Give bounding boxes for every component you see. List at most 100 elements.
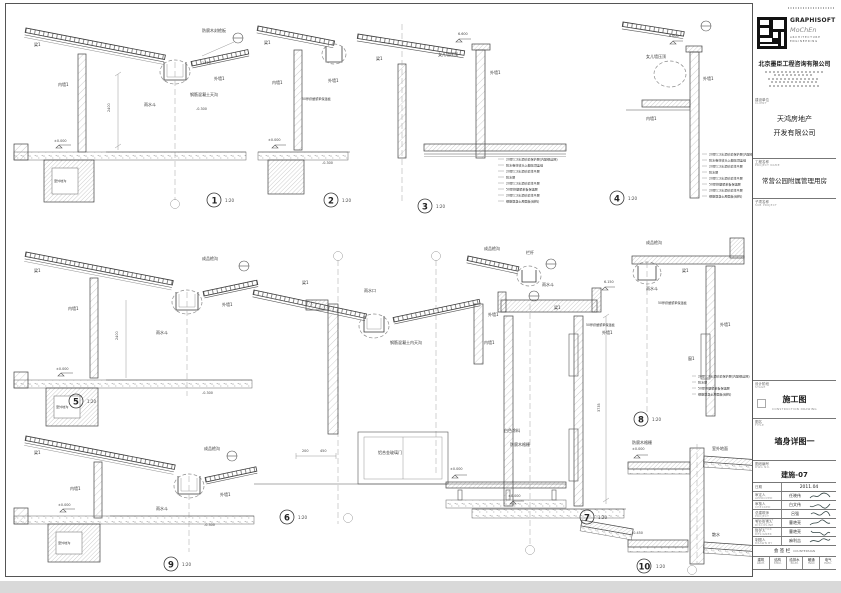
svg-text:20厚1:3水泥砂浆找平层: 20厚1:3水泥砂浆找平层 <box>709 176 743 181</box>
detail-scale: 1:20 <box>225 198 234 203</box>
elevation: ±0.000 <box>508 494 521 498</box>
signature <box>809 492 831 499</box>
detail-number: 10 <box>639 563 651 573</box>
detail-1: 梁1 内墙1 防腐木封檐板 钢筋混凝土天沟 雨水斗 外墙1 ±0.000 -0.… <box>13 27 250 209</box>
annotation: 内墙1 <box>70 485 81 491</box>
detail-number: 4 <box>614 195 620 205</box>
annotation: 外墙1 <box>222 301 233 307</box>
annotation: 女儿墙压顶 <box>438 51 458 57</box>
svg-text:防水层: 防水层 <box>506 175 515 180</box>
roof-buildup-notes: 20厚1:3水泥砂浆保护层(内配钢丝网) 防水卷材收头上翻压顶盖缝 20厚1:3… <box>702 152 752 199</box>
svg-text:钢筋混凝土屋面板(结构): 钢筋混凝土屋面板(结构) <box>698 392 731 397</box>
stage-value: 施工图 <box>782 394 807 404</box>
detail-number: 3 <box>422 203 428 213</box>
dimension: 2400 <box>115 331 119 340</box>
elevation: ±0.000 <box>450 467 463 471</box>
annotation: 内墙1 <box>646 115 657 121</box>
annotation: 50厚挤塑聚苯保温板 <box>302 96 331 101</box>
detail-scale: 1:20 <box>598 515 607 520</box>
svg-text:防水层: 防水层 <box>709 170 718 175</box>
detail-7: 成品檐沟 雨水斗 外墙1 内墙1 梁1 6.150 3735 ±0.000 50… <box>466 245 634 555</box>
annotation: 防腐木格栅 <box>510 441 530 447</box>
signature <box>810 530 831 536</box>
detail-3: 6.600 女儿墙压顶 外墙1 梁1 20厚1:3水泥砂浆保护层(内配钢丝网) … <box>356 24 567 214</box>
annotation: 梁1 <box>554 304 561 310</box>
detail-number: 9 <box>168 561 174 571</box>
discipline-director-name: 曹艳亮 <box>789 520 801 525</box>
annotation: 梁1 <box>264 39 271 45</box>
annotation: 雨水斗 <box>542 281 554 287</box>
annotation: 成品檐沟 <box>202 255 218 261</box>
project-name: 常营公园附属管理用房 <box>762 176 827 185</box>
elevation: ±0.000 <box>268 138 281 142</box>
annotation: 梁1 <box>34 267 41 273</box>
svg-text:20厚1:3水泥砂浆找平层: 20厚1:3水泥砂浆找平层 <box>709 188 743 193</box>
designer-name: 曹艳亮 <box>789 529 801 534</box>
detail-8: 成品檐沟 雨水斗 50厚挤塑聚苯保温板 外墙1 梁1 窗1 20厚1:3水泥砂浆… <box>631 237 750 427</box>
annotation: 成品檐沟 <box>204 445 220 451</box>
approver-name: 任晓伟 <box>789 493 801 498</box>
detail-scale: 1:20 <box>182 562 191 567</box>
annotation: 内墙1 <box>272 79 283 85</box>
detail-4: 6.600 女儿墙压顶 外墙1 内墙1 20厚1:3水泥砂浆保护层(内配钢丝网)… <box>609 20 752 206</box>
annotation: 铝合金玻璃门 <box>378 449 402 455</box>
svg-text:50厚挤塑聚苯板保温层: 50厚挤塑聚苯板保温层 <box>506 187 538 192</box>
detail-number: 5 <box>73 398 79 408</box>
annotation: 散水 <box>712 531 720 537</box>
annotation: 外墙1 <box>220 491 231 497</box>
signature <box>809 519 831 526</box>
annotation: 雨水斗 <box>144 101 156 107</box>
annotation: 女儿墙压顶 <box>646 53 666 59</box>
svg-text:防水卷材收头上翻压顶盖缝: 防水卷材收头上翻压顶盖缝 <box>506 163 543 168</box>
countersign-header: 会 签 栏 COUNTERSIGN <box>773 549 816 554</box>
dimension: 450 <box>320 449 326 453</box>
annotation: 外墙1 <box>328 77 339 83</box>
annotation: 梁1 <box>34 449 41 455</box>
dwg-no: 建施-07 <box>781 470 808 479</box>
elevation: -0.300 <box>204 523 215 527</box>
elevation: 6.600 <box>458 32 468 36</box>
svg-text:50厚挤塑聚苯板保温层: 50厚挤塑聚苯板保温层 <box>698 386 730 391</box>
annotation: 内墙1 <box>484 339 495 345</box>
detail-scale: 1:20 <box>342 198 351 203</box>
svg-text:20厚1:3水泥砂浆保护层(内配钢丝网): 20厚1:3水泥砂浆保护层(内配钢丝网) <box>698 374 750 379</box>
elevation: ±0.000 <box>54 139 67 143</box>
client-name-line1: 天鸿房地产 <box>777 114 812 123</box>
svg-text:20厚1:3水泥砂浆找平层: 20厚1:3水泥砂浆找平层 <box>506 181 540 186</box>
drawing-title: 墙身详图一 <box>774 436 815 446</box>
elevation: -0.450 <box>632 531 643 535</box>
mochen-seal-logo <box>757 17 787 49</box>
dimension: 1475 <box>202 61 211 65</box>
annotation: 50厚挤塑聚苯保温板 <box>658 300 687 305</box>
svg-text:20厚1:3水泥砂浆保护层(内配钢丝网): 20厚1:3水泥砂浆保护层(内配钢丝网) <box>709 152 752 157</box>
annotation: 雨水斗 <box>156 329 168 335</box>
firm-logo-block: GRAPHISOFT MoChEn ARCHITECTURE ENGINEERI… <box>757 15 836 59</box>
detail-scale: 1:20 <box>652 417 661 422</box>
plot-stamp-mark <box>757 399 766 408</box>
detail-9: 梁1 内墙1 外墙1 成品檐沟 雨水斗 ±0.000 -0.300 室外地沟 9… <box>13 435 258 572</box>
design-firm-name: 北京墨臣工程咨询有限公司 <box>758 61 831 68</box>
roof-buildup-notes: 20厚1:3水泥砂浆保护层(内配钢丝网) 防水卷材收头上翻压顶盖缝 20厚1:3… <box>498 157 558 204</box>
countersign-empty-row <box>753 570 836 576</box>
brand-name: GRAPHISOFT <box>790 17 836 24</box>
detail-scale: 1:20 <box>87 399 96 404</box>
detail-number: 7 <box>584 514 590 524</box>
svg-text:20厚1:3水泥砂浆找平层: 20厚1:3水泥砂浆找平层 <box>506 193 540 198</box>
elevation: -0.300 <box>322 161 333 165</box>
annotation: 50厚挤塑聚苯保温板 <box>586 322 615 327</box>
svg-text:防水卷材收头上翻压顶盖缝: 防水卷材收头上翻压顶盖缝 <box>709 158 746 163</box>
annotation: 外墙1 <box>490 69 501 75</box>
elevation: ±0.000 <box>56 367 69 371</box>
wall-detail-drawings: 梁1 内墙1 防腐木封檐板 钢筋混凝土天沟 雨水斗 外墙1 ±0.000 -0.… <box>13 20 752 575</box>
checker-name: 白文伟 <box>789 502 801 507</box>
